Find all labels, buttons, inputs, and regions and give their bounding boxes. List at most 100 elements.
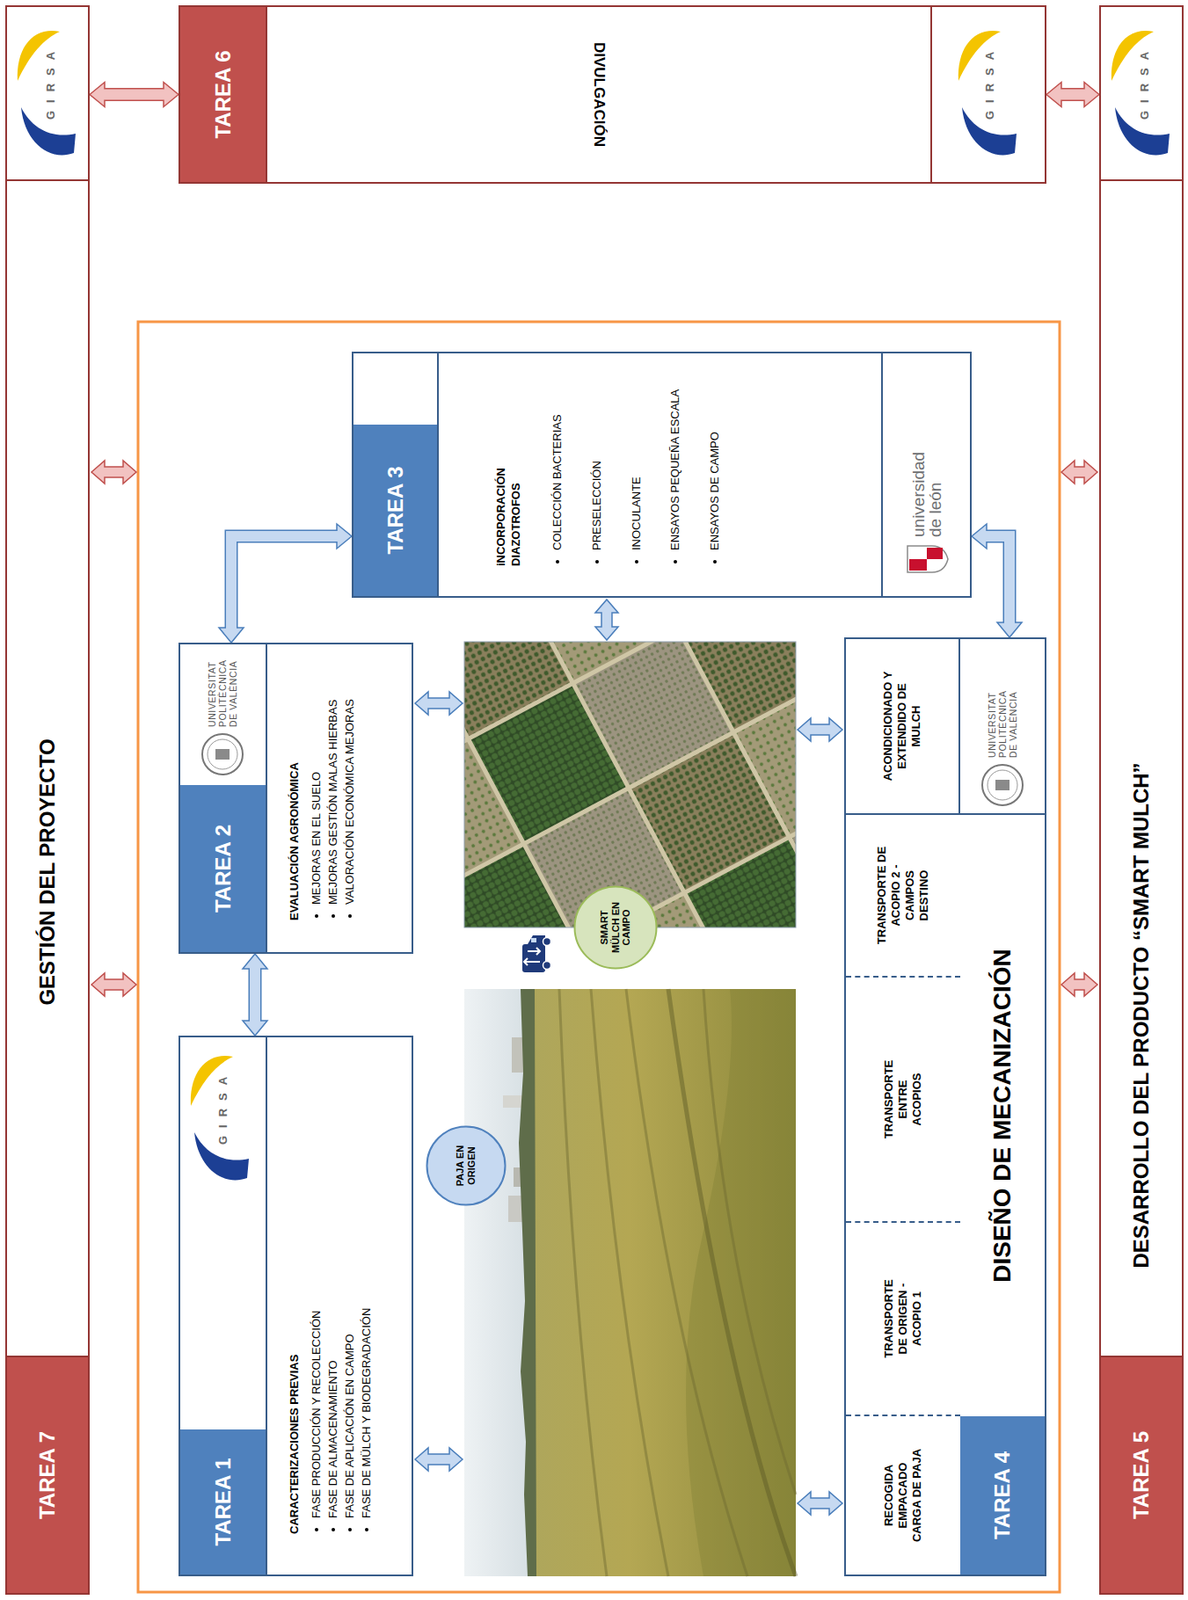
- connector-fill: [1058, 89, 1087, 101]
- photo-furrow: [590, 989, 669, 1577]
- double-arrow: [415, 1448, 463, 1472]
- double-arrow: [595, 599, 619, 641]
- task-title: DIVULGACIÓN: [590, 42, 608, 147]
- bullet-item: FASE DE ALMACENAMIENTO: [326, 1059, 342, 1519]
- text-holder: GESTIÓN DEL PROYECTO: [7, 520, 88, 1225]
- bullet-item: PRESELECCIÓN: [590, 377, 605, 551]
- task-header: TAREA 1: [180, 1429, 266, 1575]
- band-title: GESTIÓN DEL PROYECTO: [35, 738, 60, 1006]
- process-cell: TRANSPORTE ENTRE ACOPIOS: [845, 977, 961, 1224]
- process-cell: TRANSPORTE DE ACOPIO 2 - CAMPOS DESTINO: [845, 815, 961, 978]
- connector-outline: [231, 536, 337, 628]
- logo-text: GIRSA: [216, 1069, 230, 1145]
- logo-graphic: [186, 728, 259, 779]
- bullet-item: ENSAYOS DE CAMPO: [707, 377, 723, 551]
- circle-outline: [575, 887, 657, 970]
- connector-fill: [249, 966, 261, 1024]
- task-box: TAREA 6 DIVULGACIÓN: [178, 5, 1047, 184]
- girsa-logo: GIRSA: [184, 1042, 259, 1195]
- task-box: TAREA 3 iNCORPORACIÓN DIAZOTROFOS COLECCIÓ…: [351, 351, 972, 598]
- logo-text: UNIVERSITAT POLITÈCNICA DE VALÈNCIA: [986, 675, 1019, 758]
- orchard-parcel: [680, 641, 796, 730]
- section-heading: CARACTERIZACIONES PREVIAS: [287, 1059, 303, 1535]
- orchard-photo: [464, 641, 796, 928]
- step-label: TRANSPORTE DE ORIGEN - ACOPIO 1: [881, 1274, 926, 1364]
- band-box: GESTIÓN DEL PROYECTO TAREA 7: [5, 5, 90, 1596]
- text-holder: PAJA EN ORIGEN: [425, 1125, 507, 1207]
- truck-wheel: [543, 938, 552, 947]
- divider-line: [265, 644, 268, 953]
- step-label: TRANSPORTE DE ACOPIO 2 - CAMPOS DESTINO: [874, 846, 933, 946]
- photo-furrow: [703, 989, 796, 1495]
- logo-graphic: [888, 540, 966, 576]
- truck-body: [522, 944, 546, 973]
- task-body: CARACTERIZACIONES PREVIAS FASE PRODUCCIÓN…: [287, 1059, 376, 1535]
- bullet-list: COLECCIÓN BACTERIASPRESELECCIÓNINOCULANT…: [550, 377, 723, 567]
- task-tag: TAREA 7: [7, 1355, 88, 1594]
- double-arrow: [1061, 460, 1098, 484]
- project-frame: [138, 321, 1060, 1593]
- task-box: TAREA 1 CARACTERIZACIONES PREVIAS FASE PRO…: [178, 1035, 414, 1577]
- circle-badge: SMART MÜLCH EN CAMPO: [573, 885, 658, 970]
- logo-seal: [215, 749, 230, 760]
- orchard-parcel: [520, 641, 676, 681]
- task-number: TAREA 4: [990, 1451, 1015, 1540]
- divider-line: [930, 7, 933, 183]
- step-label: ACONDICIONADO Y EXTENDIDO DE MULCH: [881, 669, 925, 784]
- bullet-item: MEJORAS GESTIÓN MALAS HIERBAS: [326, 656, 342, 905]
- photo-furrow: [626, 989, 748, 1577]
- connector-fill: [231, 536, 340, 631]
- leon-logo: universidad de león: [888, 422, 966, 576]
- logo-crest: [907, 546, 948, 573]
- photo-treeline: [518, 989, 537, 1577]
- photo-field: [464, 989, 796, 1577]
- divider-line: [437, 353, 439, 597]
- bullet-item: MEJORAS EN EL SUELO: [309, 656, 325, 905]
- bullet-item: FASE PRODUCCIÓN Y RECOLECCIÓN: [309, 1059, 325, 1519]
- logo-crest: [909, 559, 927, 571]
- section-heading: iNCORPORACIÓN DIAZOTROFOS: [494, 416, 525, 567]
- connector: [1046, 82, 1100, 108]
- circle-badge: PAJA EN ORIGEN: [425, 1125, 507, 1207]
- task-number: TAREA 3: [383, 466, 409, 555]
- logo-text: GIRSA: [983, 43, 997, 120]
- divider-line: [7, 179, 88, 182]
- task-number: TAREA 2: [211, 824, 236, 913]
- divider-line: [1100, 179, 1182, 182]
- girsa-logo: GIRSA: [12, 17, 85, 169]
- connector: [242, 954, 268, 1036]
- task-number: TAREA 1: [211, 1458, 236, 1547]
- task-number: TAREA 7: [35, 1431, 60, 1520]
- step-label: RECOGIDA EMPACADO CARGA DE PAJA: [881, 1442, 926, 1550]
- text-holder: SMART MÜLCH EN CAMPO: [573, 885, 658, 970]
- logo-seal: [202, 734, 243, 775]
- bullet-item: VALORACIÓN ECONÓMICA MEJORAS: [342, 656, 358, 905]
- upv-logo: UNIVERSITAT POLITÈCNICA DE VALÈNCIA: [186, 646, 259, 779]
- truck-arrow: [524, 958, 540, 966]
- task-number: TAREA 6: [211, 51, 236, 139]
- task-title: DISEÑO DE MECANIZACIÓN: [988, 948, 1017, 1283]
- orchard-photo-border: [464, 641, 796, 928]
- logo-text: GIRSA: [1137, 43, 1152, 120]
- upv-logo: UNIVERSITAT POLITÈCNICA DE VALÈNCIA: [963, 646, 1042, 810]
- bullet-item: FASE DE APLICACIÓN EN CAMPO: [342, 1059, 358, 1519]
- connector: [971, 524, 1022, 638]
- circle-label: SMART MÜLCH EN CAMPO: [598, 897, 633, 958]
- connector: [89, 82, 179, 108]
- task-body: iNCORPORACIÓN DIAZOTROFOS COLECCIÓN BACTE…: [494, 377, 748, 567]
- circle-label: PAJA EN ORIGEN: [454, 1136, 477, 1196]
- task-number: TAREA 5: [1129, 1431, 1154, 1520]
- process-cell: RECOGIDA EMPACADO CARGA DE PAJA: [845, 1416, 961, 1575]
- girsa-logo: GIRSA: [1106, 17, 1179, 169]
- double-arrow: [415, 692, 463, 715]
- band-box: DESARROLLO DEL PRODUCTO “SMART MULCH”TAR…: [1099, 5, 1184, 1596]
- photo-furrow: [668, 989, 796, 1577]
- task-body: EVALUACIÓN AGRONÓMICAMEJORAS EN EL SUELO…: [287, 656, 360, 921]
- task-header: TAREA 2: [180, 785, 266, 953]
- text-holder: DIVULGACIÓN: [267, 7, 931, 183]
- orchard-parcel: [464, 641, 570, 737]
- double-arrow: [797, 718, 843, 742]
- text-holder: DISEÑO DE MECANIZACIÓN: [960, 815, 1045, 1417]
- rice-field-photo: [464, 989, 796, 1577]
- logo-seal: [982, 765, 1023, 806]
